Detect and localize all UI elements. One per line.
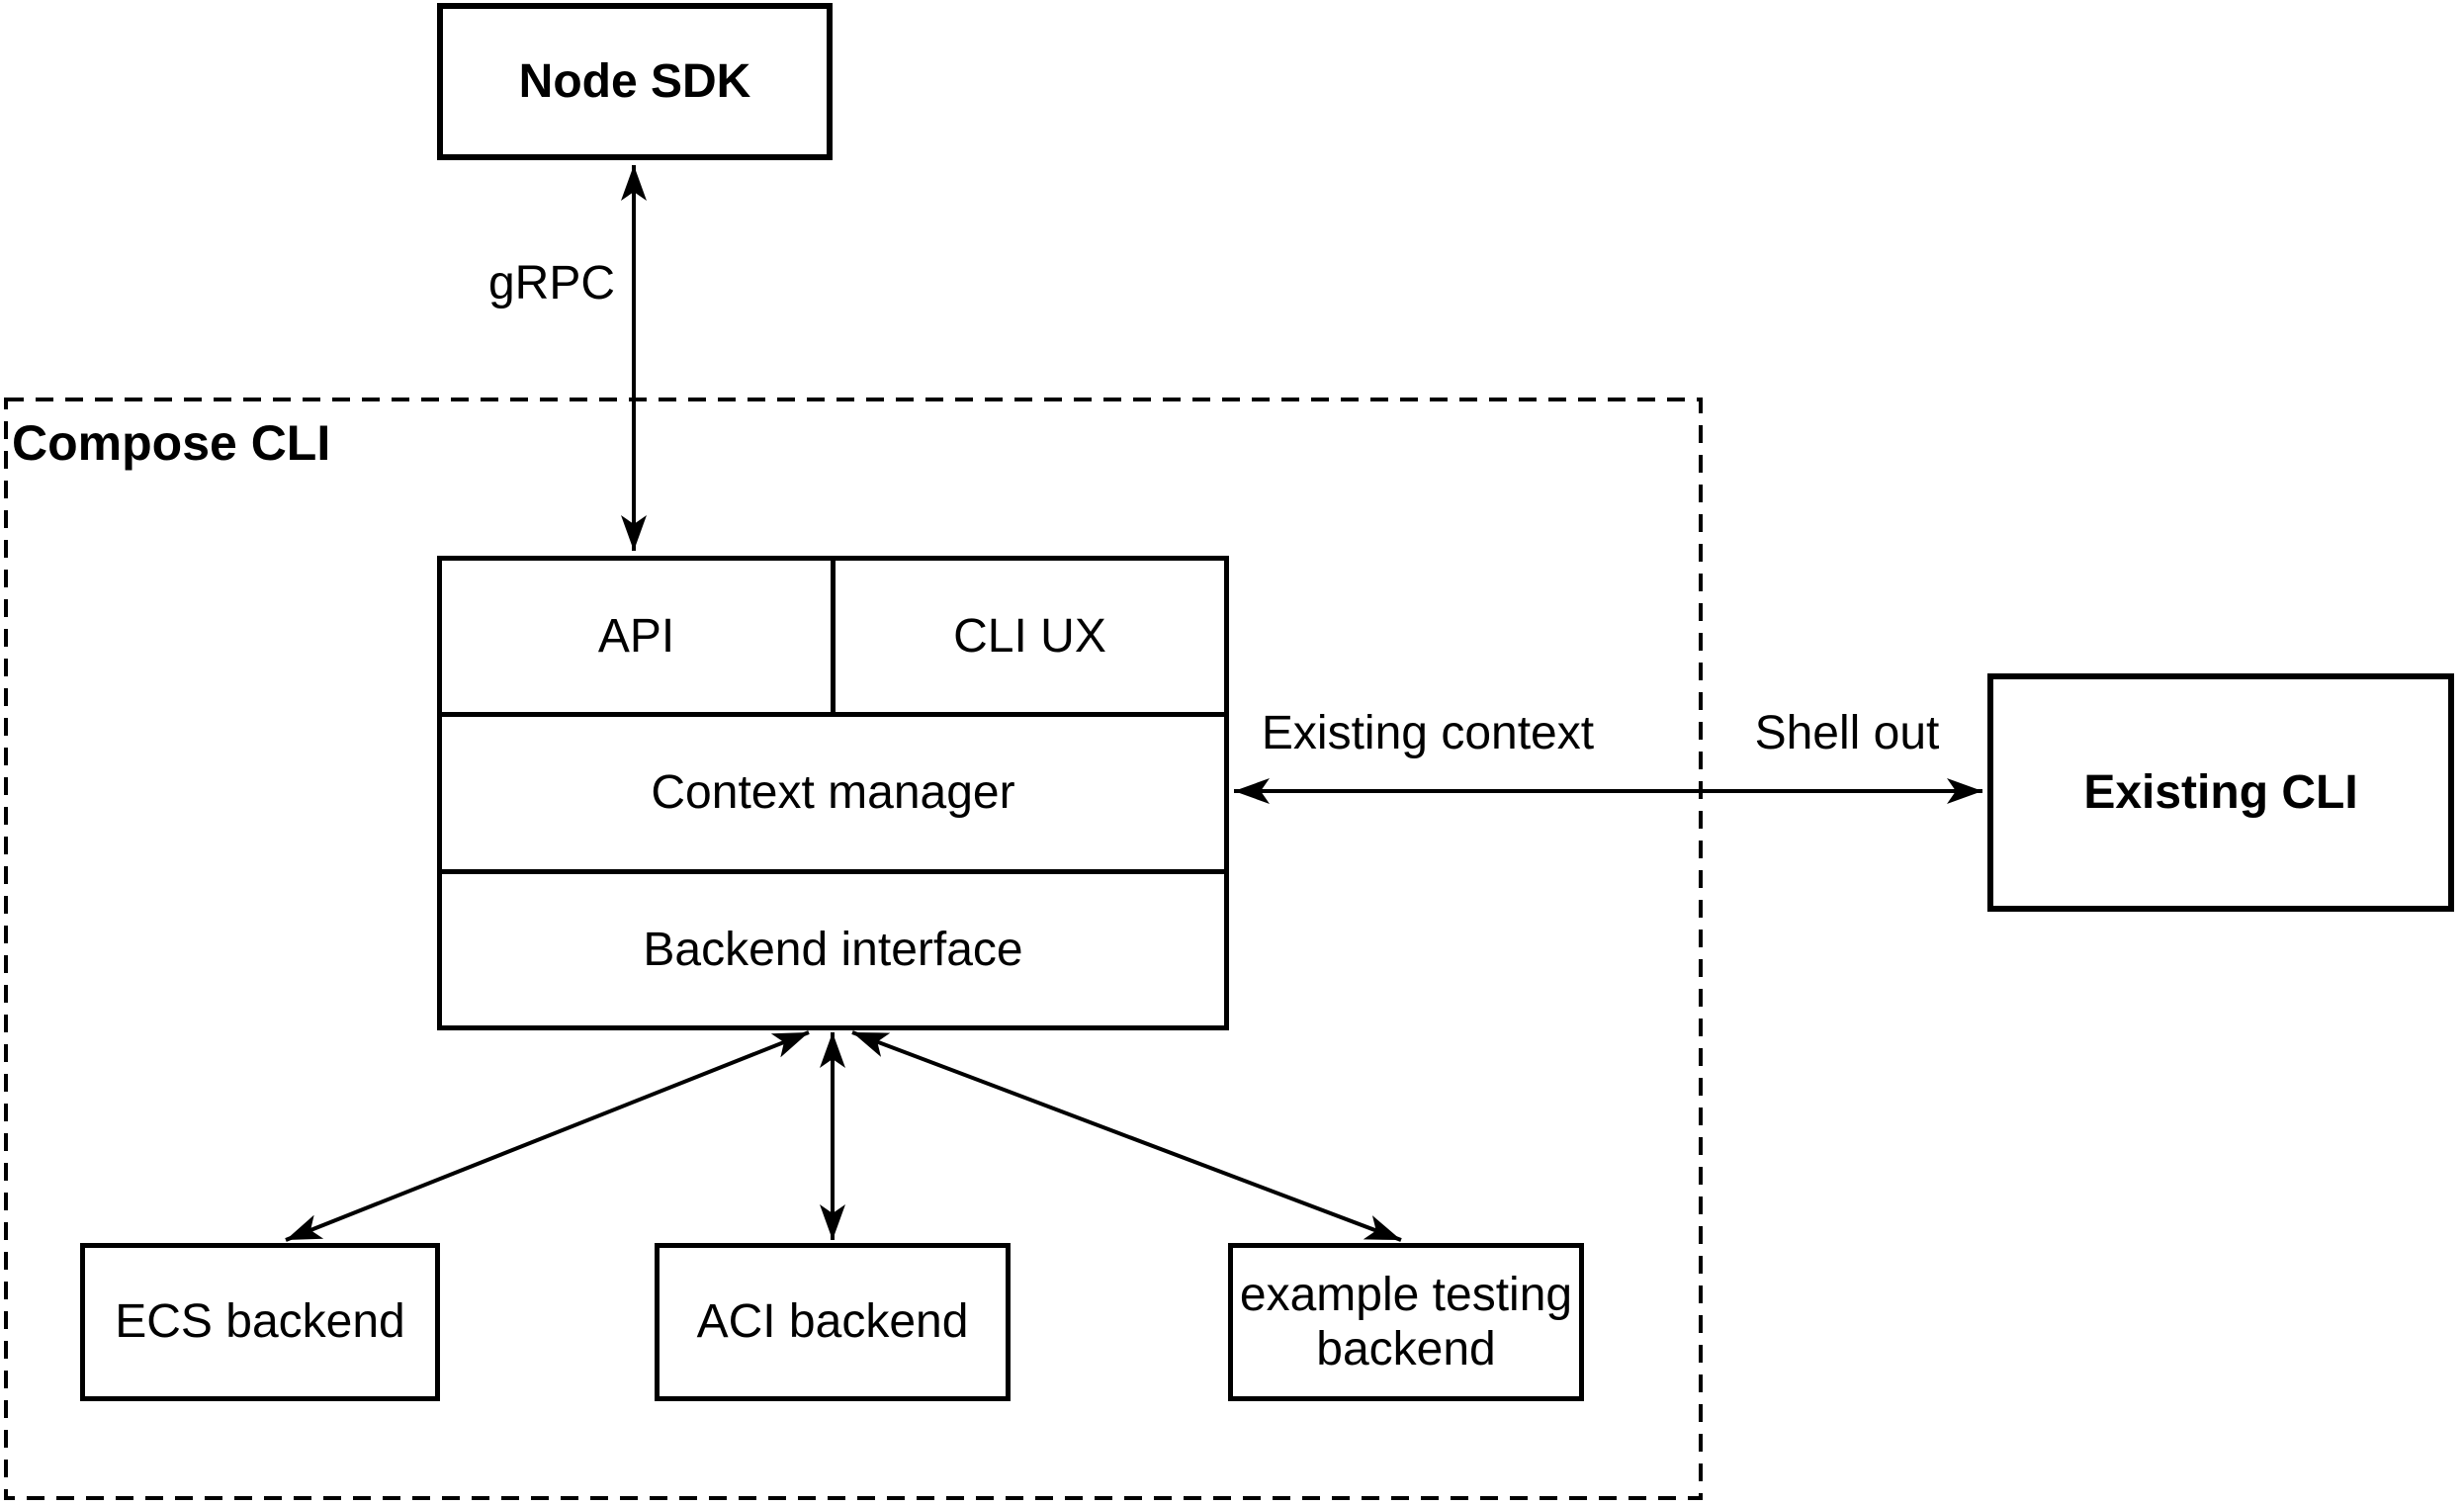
ecs-backend-box: ECS backend [80, 1243, 440, 1401]
backend-interface-box: Backend interface [442, 874, 1224, 1025]
cli-ux-label: CLI UX [953, 610, 1106, 664]
grpc-edge-label: gRPC [487, 257, 615, 310]
api-label: API [597, 610, 675, 664]
shell-out-edge-label: Shell out [1754, 707, 1940, 759]
aci-backend-box: ACI backend [655, 1243, 1011, 1401]
example-testing-backend-label: example testing backend [1239, 1268, 1573, 1375]
backend-to-example-arrow [851, 1030, 1402, 1242]
context-manager-label: Context manager [651, 766, 1015, 820]
api-box: API [442, 561, 836, 713]
compose-cli-stack: API CLI UX Context manager Backend inter… [437, 556, 1229, 1030]
context-manager-box: Context manager [442, 717, 1224, 874]
cli-ux-box: CLI UX [836, 561, 1224, 712]
backend-to-ecs-arrow [285, 1030, 810, 1242]
existing-cli-label: Existing CLI [2083, 765, 2358, 819]
existing-cli-box: Existing CLI [1987, 673, 2454, 912]
context-manager-cell: Context manager [442, 717, 1224, 868]
backend-interface-cell: Backend interface [442, 874, 1224, 1025]
existing-context-edge-label: Existing context [1261, 707, 1595, 759]
compose-cli-group-label: Compose CLI [12, 415, 331, 471]
ecs-backend-label: ECS backend [115, 1295, 405, 1349]
node-sdk-label: Node SDK [518, 54, 751, 108]
stack-top-row: API CLI UX [442, 561, 1224, 718]
example-testing-backend-box: example testing backend [1228, 1243, 1584, 1401]
backend-interface-label: Backend interface [643, 923, 1023, 976]
aci-backend-label: ACI backend [696, 1295, 969, 1349]
node-sdk-box: Node SDK [437, 3, 833, 160]
